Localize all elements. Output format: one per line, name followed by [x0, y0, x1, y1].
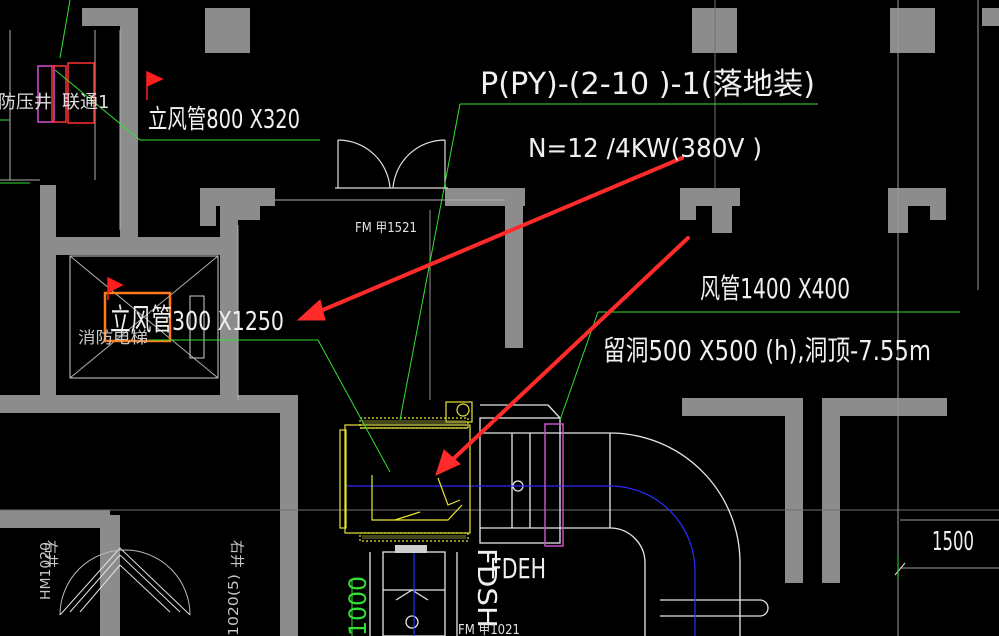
- column-top-3: [890, 8, 935, 53]
- shaft-red-box-1: [51, 65, 67, 123]
- shaft-label-partial: 防压井: [0, 92, 52, 113]
- wall-right-edge: [982, 8, 999, 26]
- shaft-pink-box: [37, 65, 55, 123]
- wall-left-sill: [0, 510, 110, 528]
- wall-center-right: [505, 188, 523, 348]
- left-vertical-label-2: 右井: [42, 540, 58, 568]
- fire-damper: [544, 423, 564, 547]
- riser-size-label: 300 X1250: [172, 307, 284, 337]
- wall-notch-1: [200, 188, 216, 226]
- wall-center-left: [220, 188, 238, 403]
- wall-left-upper-v: [120, 8, 138, 243]
- arrow-head-fan: [435, 449, 461, 476]
- flag-icon: [107, 276, 124, 300]
- dimension-1500: 1500: [932, 527, 974, 557]
- wall-left-lower-v: [280, 395, 298, 636]
- left-vertical-label-1: HM1020: [39, 542, 54, 600]
- flag-icons: [107, 70, 164, 300]
- wall-right-col-2vv: [822, 398, 840, 583]
- wall-right-col-1c: [680, 188, 696, 220]
- fdsh-label: FDSH: [471, 548, 501, 628]
- flag-icon: [146, 70, 164, 100]
- equipment-pad: [395, 545, 427, 553]
- left-vertical-label-3: 1020(5): [227, 574, 242, 636]
- column-top-1: [205, 8, 250, 53]
- fdeh-label: FDEH: [490, 552, 546, 585]
- dimension-1000: 1000: [344, 576, 372, 636]
- hole-spec-label: 留洞500 X500 (h),洞顶-7.55m: [603, 334, 931, 367]
- arrow-to-riser: [316, 156, 684, 314]
- duct-size-label: 风管1400 X400: [700, 272, 850, 305]
- wall-left-upper-h: [82, 8, 138, 26]
- wall-right-col-1vv: [785, 398, 803, 583]
- duct-centerlines: [345, 485, 696, 636]
- wall-notch-2: [238, 206, 260, 220]
- leader-lines: [0, 0, 960, 636]
- shaft-label-partial-2: 联通1: [62, 92, 109, 113]
- annotation-arrows: [296, 156, 690, 476]
- wall-left-box-left: [40, 185, 56, 403]
- wall-right-col-1b: [712, 188, 732, 233]
- wall-left-box-top: [40, 237, 235, 255]
- fan-equipment: [339, 401, 473, 542]
- door-bottom-left: [59, 547, 191, 616]
- equipment-hatch: [362, 420, 466, 539]
- shaft-red-box-2: [67, 62, 95, 124]
- wall-left-post: [100, 515, 120, 636]
- wall-right-col-1v: [682, 398, 802, 416]
- wall-center-top-left: [200, 188, 275, 206]
- wall-right-col-2v: [822, 398, 947, 416]
- wall-right-col-2c: [930, 188, 946, 220]
- arrow-to-fan: [448, 236, 690, 464]
- equipment-power-label: N=12 /4KW(380V ): [528, 134, 762, 164]
- left-vertical-label-4: 右井: [228, 540, 244, 568]
- door-top: [335, 139, 448, 189]
- walls: [0, 8, 999, 636]
- door-bottom-label: FM 甲1021: [458, 623, 520, 636]
- wall-left-lower-h: [0, 395, 295, 413]
- riser-center-label: 立风管: [110, 303, 172, 338]
- riser-box: [103, 291, 172, 343]
- riser-800-label: 立风管800 X320: [148, 105, 300, 135]
- riser-room-label: 消防电梯: [78, 328, 148, 347]
- door-top-label: FM 甲1521: [355, 221, 417, 236]
- arrow-head-riser: [296, 299, 326, 321]
- equipment-model-label: P(PY)-(2-10 )-1(落地装): [480, 67, 815, 102]
